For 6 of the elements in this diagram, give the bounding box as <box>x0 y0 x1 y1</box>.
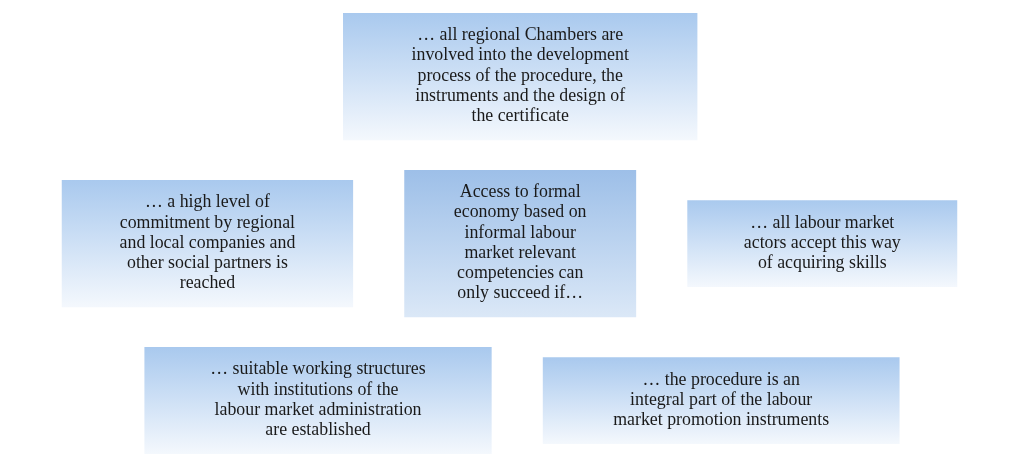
node-box: … all labour market actors accept this way of acquiring skills <box>687 200 958 287</box>
node-box: … the procedure is an integral part of the labour market promotion instruments <box>542 357 900 444</box>
node-box: … a high level of commitment by regional and local companies and other social partners is reached <box>61 180 354 308</box>
node-box: Access to formal economy based on informal labour market relevant competencies can only succeed if… <box>404 169 637 318</box>
node-box: … all regional Chambers are involved into the development process of the procedure, the instruments and the design of the certificate <box>343 12 698 141</box>
node-box: … suitable working structures with institutions of the labour market administration are established <box>144 347 492 455</box>
